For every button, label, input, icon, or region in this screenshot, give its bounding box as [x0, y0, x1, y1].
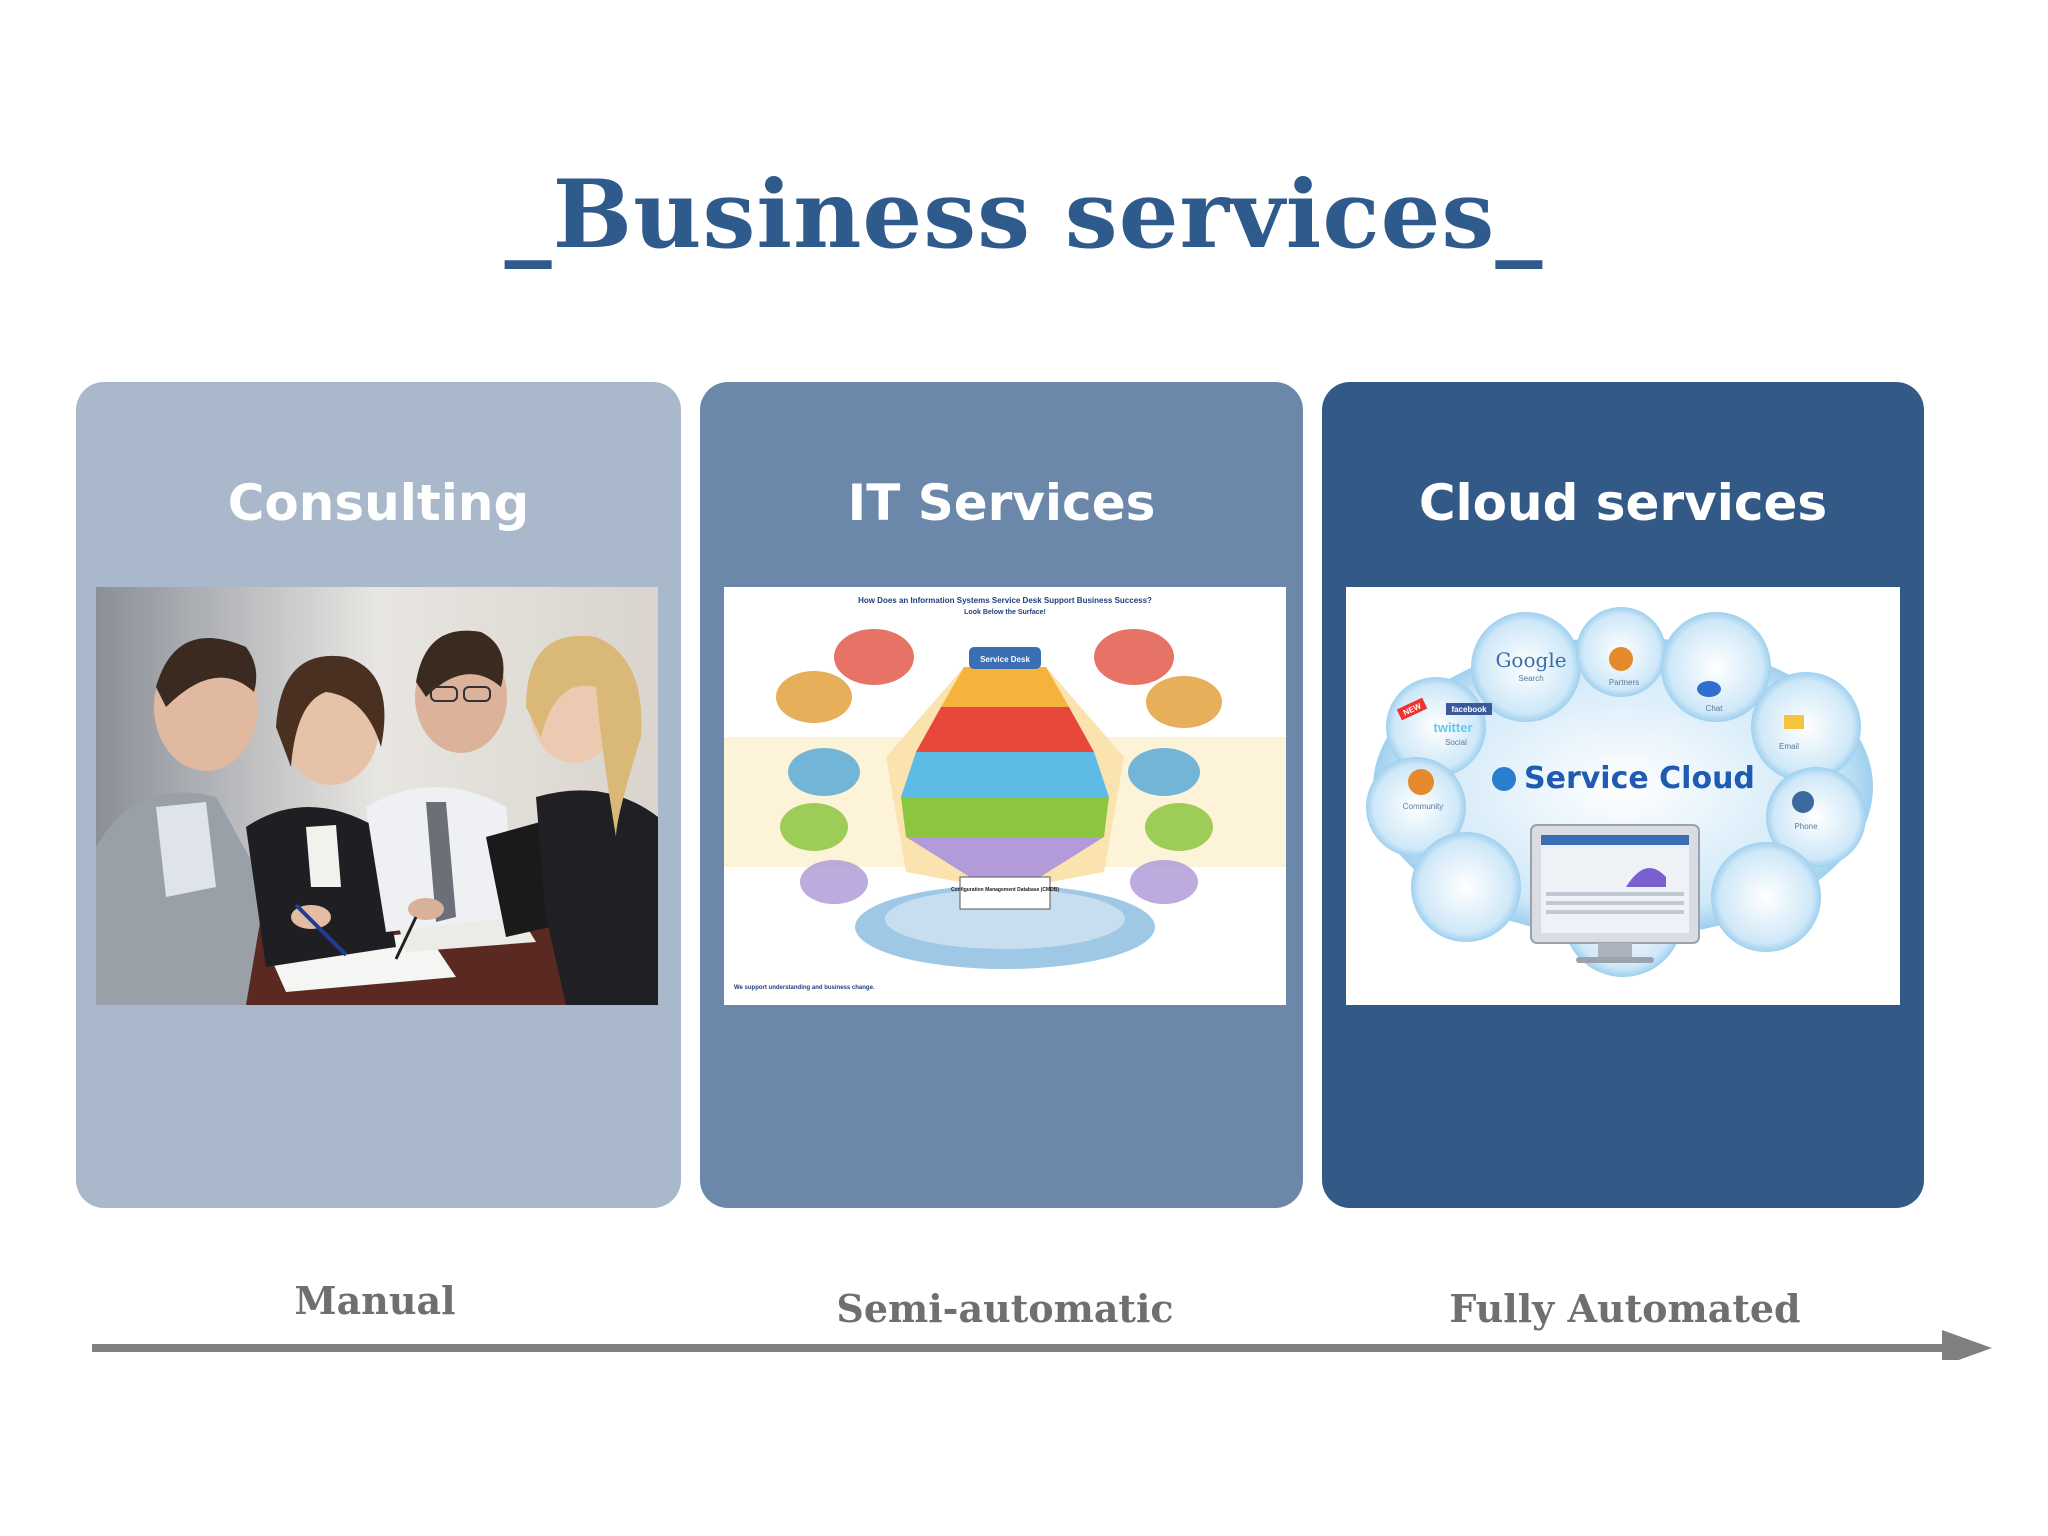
scale-label-semi-automatic: Semi-automatic	[836, 1286, 1174, 1331]
cloud-google-sub: Search	[1518, 674, 1543, 683]
it-services-card: IT Services How Does an Information Syst…	[700, 382, 1303, 1208]
cloud-brand: Service Cloud	[1524, 761, 1755, 796]
diagram-footer: We support understanding and business ch…	[734, 985, 875, 991]
cloud-twitter: twitter	[1434, 720, 1473, 735]
cloud-phone: Phone	[1794, 822, 1818, 831]
automation-scale-arrow	[92, 1330, 1992, 1360]
cloud-google: Google	[1495, 648, 1566, 672]
diagram-subheading: Look Below the Surface!	[964, 609, 1046, 616]
diagram-center-label: Service Desk	[980, 655, 1030, 664]
cloud-social: Social	[1445, 738, 1467, 747]
scale-label-fully-automated: Fully Automated	[1449, 1286, 1801, 1331]
diagram-cmdb-label: Configuration Management Database (CMDB)	[951, 887, 1059, 893]
service-desk-diagram: How Does an Information Systems Service …	[724, 587, 1286, 1005]
cloud-community: Community	[1403, 802, 1443, 811]
consulting-card-title: Consulting	[227, 474, 530, 532]
slide-title: _Business services_	[504, 160, 1544, 270]
cloud-partners: Partners	[1609, 678, 1639, 687]
cloud-email: Email	[1779, 742, 1799, 751]
consulting-card: Consulting	[76, 382, 681, 1208]
consulting-photo	[96, 587, 658, 1005]
cloud-services-card-title: Cloud services	[1418, 474, 1828, 532]
scale-label-manual: Manual	[294, 1278, 456, 1323]
cloud-chat: Chat	[1706, 704, 1724, 713]
cloud-services-card: Cloud services	[1322, 382, 1924, 1208]
service-cloud-illustration: Google Search Partners Chat Email Phone …	[1346, 587, 1900, 1005]
cloud-facebook: facebook	[1451, 705, 1487, 714]
diagram-heading: How Does an Information Systems Service …	[858, 596, 1152, 605]
it-services-card-title: IT Services	[847, 474, 1156, 532]
